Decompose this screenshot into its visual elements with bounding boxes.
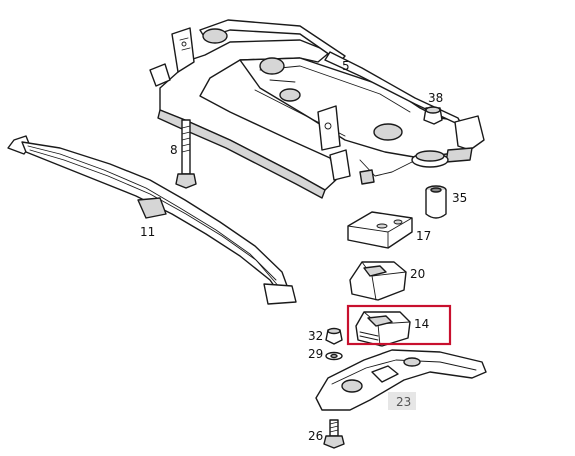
mount-20: [349, 261, 407, 301]
label-part-17: 17: [416, 229, 431, 243]
label-box-23: [388, 392, 416, 410]
label-part-29: 29: [308, 347, 323, 361]
nut-38: [423, 106, 443, 125]
label-part-23: 23: [396, 395, 411, 409]
leaf-spring: [7, 135, 297, 305]
label-part-8: 8: [170, 143, 178, 157]
pad-17: [347, 211, 413, 249]
bolt-26: [323, 419, 345, 449]
label-part-11: 11: [140, 225, 155, 239]
rubber-bumper-35: [425, 185, 447, 219]
washer-29: [325, 351, 343, 361]
label-part-26: 26: [308, 429, 323, 443]
cross-plate-23: [315, 349, 487, 411]
nut-32: [325, 327, 343, 345]
label-part-20: 20: [410, 267, 425, 281]
label-part-5: 5: [342, 59, 350, 73]
label-part-38: 38: [428, 91, 443, 105]
bolt-8: [175, 119, 197, 189]
mount-14: [355, 311, 411, 347]
highlight-box-14: [346, 304, 452, 346]
label-part-32: 32: [308, 329, 323, 343]
label-part-35: 35: [452, 191, 467, 205]
label-part-14: 14: [414, 317, 429, 331]
